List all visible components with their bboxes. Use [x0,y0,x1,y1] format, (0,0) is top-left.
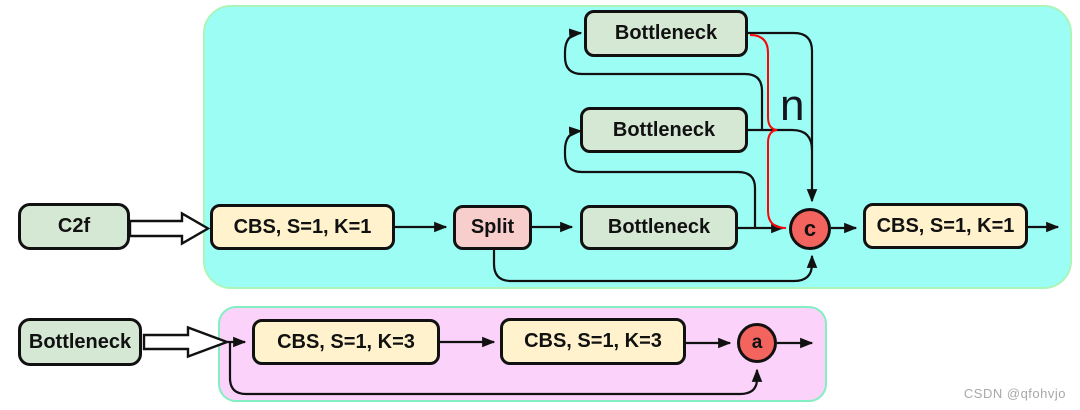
repeat-count-label: n [780,81,805,130]
bottleneck-top-label: Bottleneck [614,22,718,44]
wire-split-bypass-to-concat [492,250,818,283]
wire-loop-mid-to-top [563,28,764,130]
hollow-arrow-bottleneck [142,325,231,359]
split-box: Split [453,205,532,250]
concat-symbol: c [803,216,817,241]
bottleneck-main-box: Bottleneck [580,205,738,250]
bottleneck-cbs2-box: CBS, S=1, K=3 [500,318,686,365]
wire-topbottleneck-to-concat [748,31,818,203]
repeat-bracket [749,34,787,229]
split-label: Split [470,216,515,238]
wire-midbottleneck-join [748,128,814,151]
hollow-arrow-c2f [128,211,211,246]
concat-node: c [789,208,831,250]
cbs-in-label: CBS, S=1, K=1 [233,215,372,238]
c2f-module-label: C2f [57,215,91,237]
bottleneck-main-label: Bottleneck [607,216,711,238]
add-symbol: a [751,332,763,353]
bottleneck-cbs2-label: CBS, S=1, K=3 [524,330,662,352]
watermark-text: CSDN @qfohvjo [963,386,1066,401]
cbs-out-box: CBS, S=1, K=1 [863,203,1028,249]
add-node: a [737,323,777,363]
bottleneck-cbs1-label: CBS, S=1, K=3 [277,330,415,353]
cbs-in-box: CBS, S=1, K=1 [210,204,395,250]
wire-loop-main-to-mid [563,126,757,228]
bottleneck-module-box: Bottleneck [18,318,142,366]
c2f-module-box: C2f [18,203,130,250]
cbs-out-label: CBS, S=1, K=1 [876,214,1015,237]
bottleneck-mid-box: Bottleneck [580,107,748,153]
bottleneck-cbs1-box: CBS, S=1, K=3 [252,319,440,365]
bottleneck-mid-label: Bottleneck [612,118,716,141]
wire-residual-bypass-to-add [228,342,763,396]
bottleneck-top-box: Bottleneck [584,10,748,57]
bottleneck-module-label: Bottleneck [28,330,132,353]
